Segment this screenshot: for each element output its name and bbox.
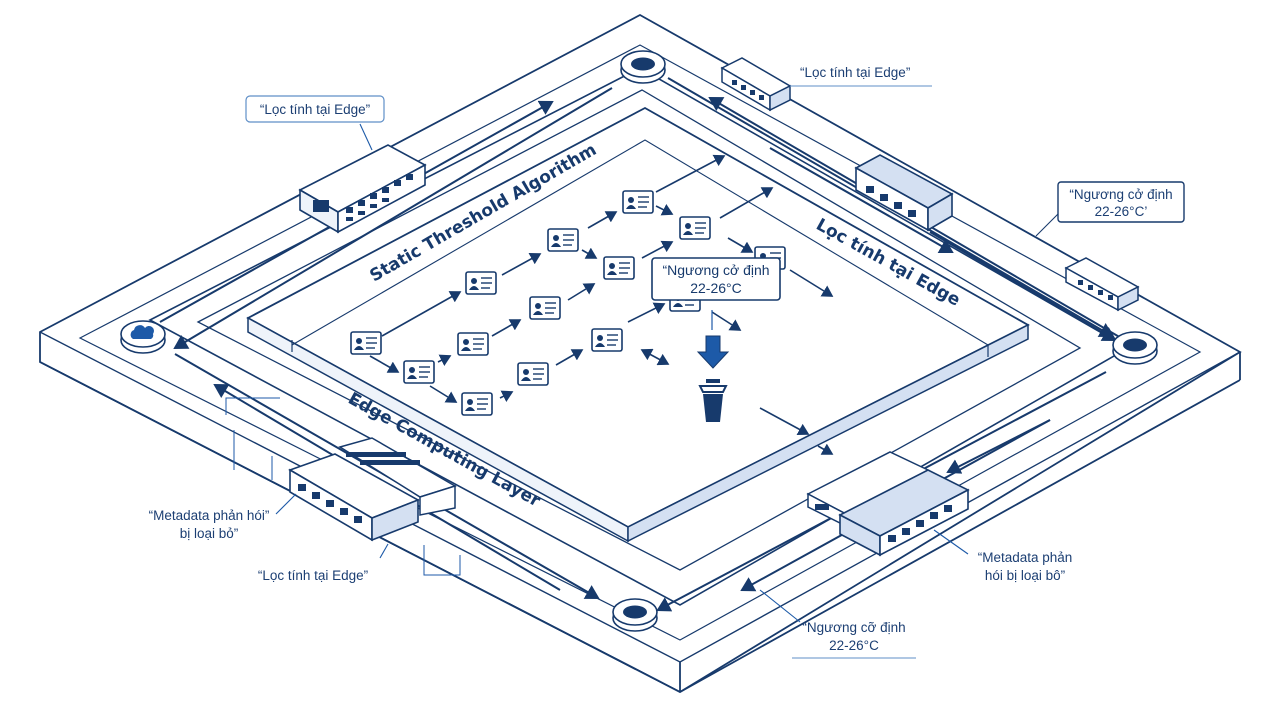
trash-bin-icon bbox=[698, 379, 728, 422]
svg-text:“Lọc tính tại Edge”: “Lọc tính tại Edge” bbox=[800, 65, 910, 80]
document-icon bbox=[457, 332, 489, 356]
document-icon bbox=[603, 256, 635, 280]
arrow-down-icon bbox=[696, 335, 730, 369]
callout-right-threshold: “Ngương cở định 22-26°C’ bbox=[1035, 181, 1185, 237]
svg-text:“Lọc tính tại Edge”: “Lọc tính tại Edge” bbox=[260, 102, 370, 117]
cloud-icon bbox=[130, 325, 154, 339]
callout-bottom-right-metadata: “Metadata phản hói bị loại bô” bbox=[933, 529, 1073, 583]
svg-text:22-26°C’: 22-26°C’ bbox=[1095, 204, 1148, 219]
document-icon bbox=[591, 328, 623, 352]
network-switch-bottom-left[interactable] bbox=[288, 437, 457, 542]
document-icon bbox=[465, 271, 497, 295]
callout-bottom-left: “Lọc tính tại Edge” bbox=[258, 543, 389, 583]
network-switch-bottom-right[interactable] bbox=[806, 451, 970, 557]
svg-text:“Metadata phản: “Metadata phản bbox=[978, 550, 1073, 565]
node-bottom[interactable] bbox=[612, 598, 658, 632]
document-icon bbox=[403, 360, 435, 384]
cloud-node[interactable] bbox=[120, 320, 166, 354]
callout-top-right: “Lọc tính tại Edge” bbox=[790, 65, 932, 87]
document-icon bbox=[547, 228, 579, 252]
network-switch-top-left[interactable] bbox=[298, 144, 427, 234]
node-top[interactable] bbox=[620, 50, 666, 84]
document-icon bbox=[529, 296, 561, 320]
document-icon bbox=[517, 362, 549, 386]
network-switch-far-right[interactable] bbox=[1064, 257, 1140, 312]
callout-left-metadata: “Metadata phản hói” bị loại bỏ” bbox=[149, 493, 297, 541]
document-icon bbox=[350, 331, 382, 355]
svg-text:22-26°C: 22-26°C bbox=[829, 638, 879, 653]
svg-text:“Lọc tính tại Edge”: “Lọc tính tại Edge” bbox=[258, 568, 368, 583]
center-callout-line1: “Ngương cở định bbox=[662, 262, 769, 278]
document-flow-arrows bbox=[369, 154, 834, 455]
center-callout-line2: 22-26°C bbox=[690, 280, 742, 296]
svg-text:hói bị loại bô”: hói bị loại bô” bbox=[985, 568, 1065, 583]
callout-top-left: “Lọc tính tại Edge” bbox=[245, 95, 385, 151]
document-icon bbox=[679, 216, 711, 240]
node-right[interactable] bbox=[1112, 331, 1158, 365]
center-threshold-callout: “Ngương cở định 22-26°C bbox=[651, 257, 781, 301]
network-switch-right[interactable] bbox=[854, 154, 954, 232]
document-icon bbox=[461, 392, 493, 416]
svg-text:bị loại bỏ”: bị loại bỏ” bbox=[180, 526, 239, 541]
callout-bottom-threshold: “Ngương cỡ định 22-26°C bbox=[759, 589, 916, 659]
svg-text:“Ngương cở định: “Ngương cở định bbox=[1069, 187, 1172, 202]
svg-text:“Metadata phản hói”: “Metadata phản hói” bbox=[149, 508, 270, 523]
svg-text:“Ngương cỡ định: “Ngương cỡ định bbox=[802, 620, 905, 635]
document-icon bbox=[622, 190, 654, 214]
dimension-lines bbox=[225, 397, 461, 576]
